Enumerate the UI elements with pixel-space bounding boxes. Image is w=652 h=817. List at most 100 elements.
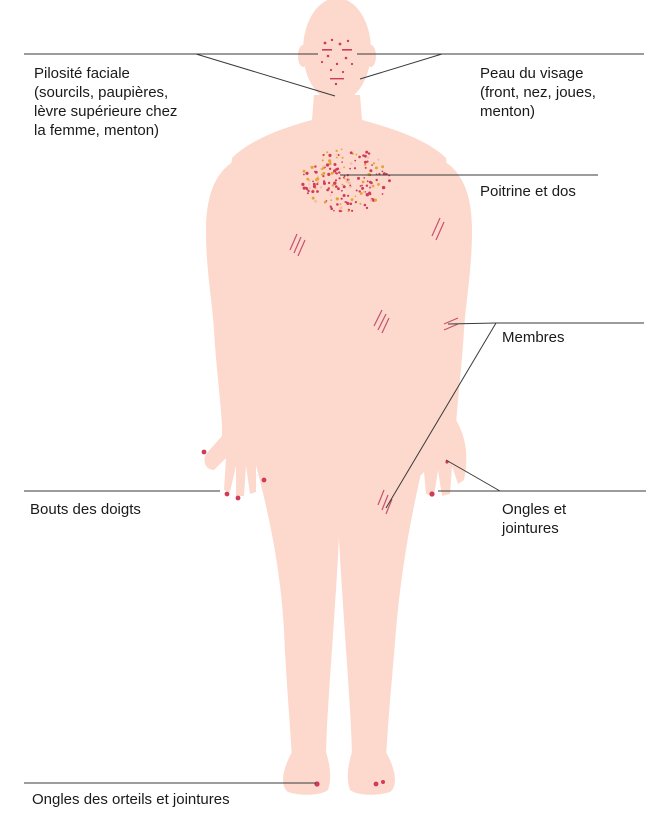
chest-lesion-dot	[363, 191, 365, 193]
chest-lesion-dot	[327, 173, 330, 176]
chest-lesion-dot	[363, 177, 365, 179]
chest-lesion-dot	[336, 157, 338, 159]
chest-lesion-dot	[326, 189, 329, 192]
chest-lesion-dot	[312, 181, 314, 183]
chest-lesion-dot	[316, 190, 319, 193]
chest-lesion-dot	[356, 154, 358, 156]
chest-lesion-dot	[320, 168, 322, 170]
chest-lesion-dot	[329, 168, 331, 170]
chest-lesion-dot	[348, 179, 350, 181]
chest-lesion-dot	[303, 170, 306, 173]
chest-lesion-dot	[315, 188, 317, 190]
chest-lesion-dot	[309, 187, 311, 189]
chest-lesion-dot	[351, 198, 354, 201]
chest-lesion-dot	[336, 154, 338, 156]
chest-lesion-dot	[339, 210, 341, 212]
leg-viewer-left	[248, 436, 341, 760]
chest-lesion-dot	[336, 197, 339, 200]
chest-lesion-dot	[371, 164, 373, 166]
chest-lesion-dot	[367, 156, 370, 159]
chest-lesion-dot	[370, 199, 373, 202]
chest-lesion-dot	[322, 154, 324, 156]
chest-lesion-dot	[336, 150, 338, 152]
chest-lesion-dot	[314, 165, 316, 167]
right-ear	[366, 45, 376, 67]
chest-lesion-dot	[347, 202, 350, 205]
chest-lesion-dot	[330, 194, 332, 196]
chest-lesion-dot	[364, 164, 366, 166]
chest-lesion-dot	[322, 159, 324, 161]
chest-lesion-dot	[375, 166, 378, 169]
chest-lesion-dot	[333, 210, 335, 212]
chest-lesion-dot	[366, 207, 368, 209]
chest-lesion-dot	[330, 199, 332, 201]
chest-lesion-dot	[382, 171, 384, 173]
chest-lesion-dot	[341, 190, 343, 192]
chest-lesion-dot	[359, 190, 361, 192]
chest-lesion-dot	[316, 177, 319, 180]
chest-lesion-dot	[365, 167, 367, 169]
chest-lesion-dot	[317, 175, 319, 177]
chest-lesion-dot	[364, 204, 367, 207]
chest-lesion-dot	[350, 151, 353, 154]
chest-lesion-dot	[347, 195, 349, 197]
chest-lesion-dot	[342, 157, 344, 159]
chest-lesion-dot	[377, 183, 380, 186]
chest-lesion-dot	[315, 171, 318, 174]
chest-lesion-dot	[317, 180, 319, 182]
chest-lesion-dot	[341, 161, 343, 163]
chest-lesion-dot	[313, 183, 316, 186]
chest-lesion-dot	[370, 185, 372, 187]
chest-lesion-dot	[335, 172, 337, 174]
head	[303, 0, 371, 102]
chest-lesion-dot	[377, 159, 379, 161]
chest-lesion-dot	[357, 177, 360, 180]
chest-lesion-dot	[305, 172, 308, 175]
chest-lesion-dot	[341, 198, 343, 200]
label-chest-back: Poitrine et dos	[480, 182, 576, 201]
chest-lesion-dot	[348, 210, 350, 212]
chest-lesion-dot	[334, 163, 337, 166]
label-face-skin: Peau du visage (front, nez, joues, mento…	[480, 64, 596, 121]
chest-lesion-dot	[343, 166, 345, 168]
chest-lesion-dot	[355, 196, 357, 198]
chest-lesion-dot	[323, 182, 326, 185]
label-facial-hair: Pilosité faciale (sourcils, paupières, l…	[34, 64, 177, 140]
chest-lesion-dot	[326, 163, 329, 166]
chest-lesion-dot	[358, 156, 361, 159]
chest-lesion-dot	[311, 190, 314, 193]
chest-lesion-dot	[335, 179, 337, 181]
chest-lesion-dot	[303, 187, 306, 190]
chest-lesion-dot	[335, 185, 338, 188]
chest-lesion-dot	[332, 184, 335, 187]
chest-lesion-dot	[328, 182, 330, 184]
chest-lesion-dot	[322, 175, 324, 177]
chest-lesion-dot	[359, 203, 361, 205]
chest-lesion-dot	[382, 193, 384, 195]
chest-lesion-dot	[364, 161, 367, 164]
chest-lesion-dot	[343, 194, 346, 197]
chest-lesion-dot	[366, 185, 368, 187]
chest-lesion-dot	[374, 199, 377, 202]
foot-viewer-right	[348, 752, 395, 795]
chest-lesion-dot	[340, 203, 342, 205]
chest-lesion-dot	[370, 182, 373, 185]
chest-lesion-dot	[339, 177, 341, 179]
chest-lesion-dot	[360, 192, 363, 195]
chest-lesion-dot	[368, 192, 371, 195]
chest-lesion-dot	[376, 179, 378, 181]
chest-lesion-dot	[368, 152, 370, 154]
chest-lesion-dot	[320, 186, 323, 189]
chest-lesion-dot	[333, 171, 335, 173]
chest-lesion-dot	[308, 183, 310, 185]
chest-lesion-dot	[354, 167, 356, 169]
chest-lesion-dot	[361, 185, 363, 187]
chest-lesion-dot	[365, 151, 368, 154]
chest-lesion-dot	[388, 179, 391, 182]
chest-lesion-dot	[328, 159, 331, 162]
chest-lesion-dot	[344, 178, 346, 180]
chest-lesion-dot	[303, 174, 305, 176]
chest-lesion-dot	[322, 172, 325, 175]
chest-lesion-dot	[362, 181, 365, 184]
